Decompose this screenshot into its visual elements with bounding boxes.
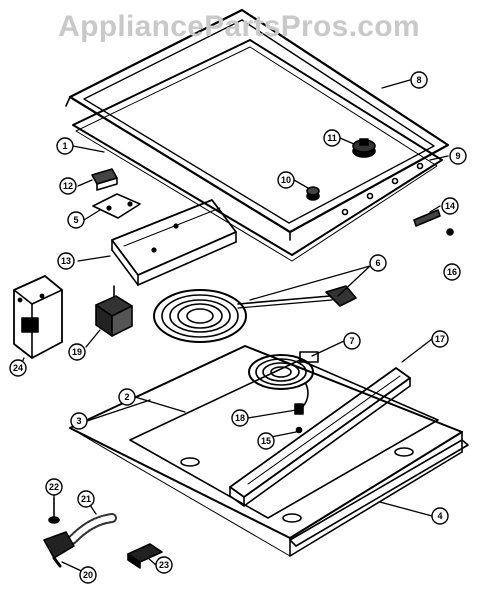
callout-6: 6 — [375, 258, 380, 268]
leader-lines — [19, 79, 449, 575]
callout-numbers: 1 2 3 4 5 6 7 8 9 10 11 12 13 14 15 16 1… — [13, 75, 461, 580]
top-frame-part — [65, 8, 450, 241]
callout-16: 16 — [447, 267, 457, 277]
callout-23: 23 — [159, 560, 169, 570]
callout-circles — [9, 71, 467, 584]
knob-insert-part — [306, 186, 320, 201]
side-rail-part — [289, 439, 469, 547]
locknut-part — [48, 497, 60, 524]
callout-2: 2 — [124, 392, 129, 402]
callout-3: 3 — [76, 416, 81, 426]
screw-part-15 — [295, 426, 303, 434]
large-surface-element-part — [153, 285, 357, 343]
support-bracket-part — [229, 367, 411, 507]
callout-9: 9 — [455, 151, 460, 161]
callout-13: 13 — [61, 256, 71, 266]
junction-box-part — [13, 275, 63, 359]
terminal-block-part — [127, 543, 163, 569]
knob-part — [352, 138, 376, 158]
callout-8: 8 — [416, 75, 421, 85]
clip-part-14 — [413, 209, 441, 227]
callout-4: 4 — [437, 511, 442, 521]
inner-pan-part — [129, 359, 439, 523]
wire-clip-part-18 — [294, 403, 304, 415]
callout-15: 15 — [261, 436, 271, 446]
callout-5: 5 — [73, 215, 78, 225]
conduit-part — [67, 513, 117, 545]
connector-part — [43, 531, 75, 568]
callout-21: 21 — [81, 494, 91, 504]
callout-22: 22 — [49, 482, 59, 492]
screw-part-16 — [446, 228, 454, 236]
bracket-plate-part — [92, 193, 141, 219]
callout-7: 7 — [349, 336, 354, 346]
callout-19: 19 — [72, 347, 82, 357]
callout-1: 1 — [62, 141, 67, 151]
callout-18: 18 — [235, 413, 245, 423]
callout-17: 17 — [435, 334, 445, 344]
cooktop-glass-part — [72, 39, 443, 262]
callout-11: 11 — [327, 133, 337, 143]
channel-bracket-part — [111, 199, 237, 286]
callout-20: 20 — [83, 570, 93, 580]
watermark-logo: AppliancePartsPros.com — [58, 10, 420, 43]
switch-part-12 — [91, 168, 118, 191]
callout-14: 14 — [445, 201, 455, 211]
callout-12: 12 — [63, 181, 73, 191]
callout-10: 10 — [281, 175, 291, 185]
callout-24: 24 — [13, 363, 23, 373]
base-pan-part — [69, 345, 463, 557]
small-surface-element-part — [248, 351, 319, 411]
infinite-switch-part — [95, 285, 133, 337]
